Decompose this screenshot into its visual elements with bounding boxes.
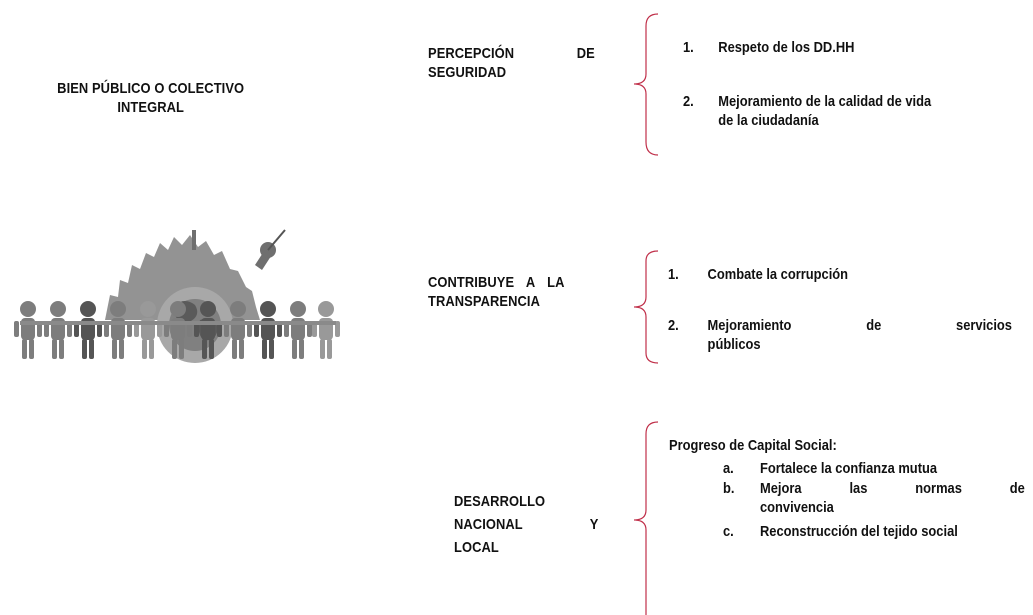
section3-intro: Progreso de Capital Social:	[669, 437, 837, 454]
people-row	[14, 301, 340, 359]
section2-item2-marker: 2.	[668, 317, 679, 334]
main-title-line1: BIEN PÚBLICO O COLECTIVO	[57, 80, 245, 97]
section1-brace	[633, 13, 659, 156]
section3-item-b-word4: de	[1009, 480, 1025, 497]
section1-item2-line2: de la ciudadanía	[718, 112, 819, 129]
section3-item-a-text: Fortalece la confianza mutua	[759, 460, 938, 477]
section2-item1-text: Combate la corrupción	[707, 266, 849, 283]
section2-item1-marker: 1.	[668, 266, 679, 283]
section3-item-b-marker: b.	[723, 480, 735, 497]
section1-item2-line1: Mejoramiento de la calidad de vida	[718, 93, 932, 110]
section3-item-a-marker: a.	[723, 460, 734, 477]
section1-item2-marker: 2.	[683, 93, 694, 110]
section2-item2-word3: servicios	[956, 317, 1012, 334]
section2-heading: CONTRIBUYE A LA TRANSPARENCIA	[428, 273, 598, 311]
section1-heading-word2: DE	[576, 45, 595, 62]
section3-item-b-line2: convivencia	[759, 499, 834, 516]
section1-heading-word1: PERCEPCIÓN	[428, 45, 515, 62]
section2-brace	[633, 250, 659, 364]
section3-item-b-word2: las	[849, 480, 868, 497]
section3-heading-word1: NACIONAL	[454, 516, 523, 533]
section1-heading-line2: SEGURIDAD	[428, 64, 507, 81]
section1-item1-marker: 1.	[683, 39, 694, 56]
section1-heading: PERCEPCIÓN DE SEGURIDAD	[428, 44, 595, 82]
section2-heading-line2: TRANSPARENCIA	[428, 293, 540, 310]
section1-item1-text: Respeto de los DD.HH	[718, 39, 855, 56]
section2-heading-line1: CONTRIBUYE A LA	[428, 274, 565, 291]
section3-item-c-marker: c.	[723, 523, 734, 540]
section3-item-b-word3: normas	[915, 480, 962, 497]
section3-brace	[633, 421, 659, 615]
section2-item2-word1: Mejoramiento	[707, 317, 792, 334]
section3-item-b-word1: Mejora	[759, 480, 802, 497]
section2-item2-line2: públicos	[707, 336, 761, 353]
main-title-line2: INTEGRAL	[117, 99, 184, 116]
section2-item2-word2: de	[866, 317, 882, 334]
section3-heading-word2: Y	[589, 516, 599, 533]
main-title: BIEN PÚBLICO O COLECTIVO INTEGRAL	[38, 79, 263, 117]
section3-heading-line1: DESARROLLO	[454, 493, 546, 510]
section3-item-c-text: Reconstrucción del tejido social	[759, 523, 958, 540]
section3-heading-line3: LOCAL	[454, 539, 499, 556]
people-around-globe-icon	[14, 229, 340, 363]
section3-heading: DESARROLLO NACIONAL Y LOCAL	[454, 492, 598, 557]
